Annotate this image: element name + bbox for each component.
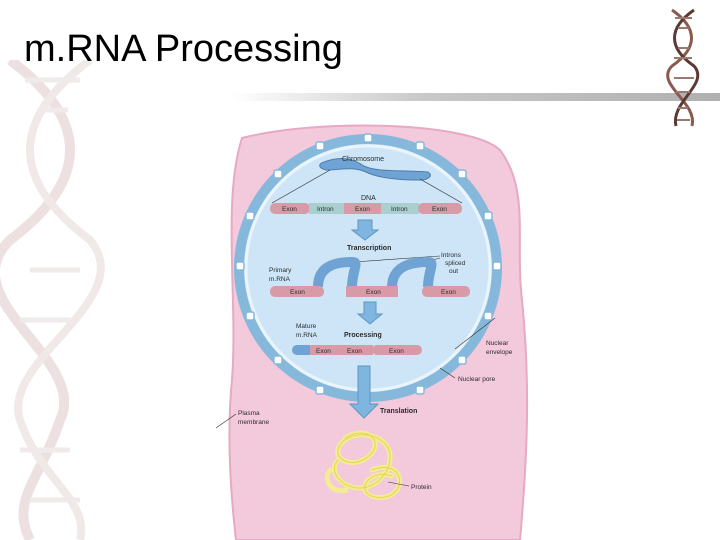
mature-exon-2: Exon bbox=[347, 348, 362, 355]
dna-strand bbox=[270, 203, 462, 214]
processing-arrow bbox=[356, 301, 384, 325]
chromosome-zoom-line-right bbox=[419, 178, 463, 204]
dna-segment-2: Intron bbox=[317, 206, 334, 213]
introns-spliced-out-label: Introns spliced out bbox=[441, 252, 467, 275]
background-helix-decoration bbox=[0, 60, 105, 540]
intron-loop-1 bbox=[313, 256, 361, 288]
title-divider bbox=[230, 93, 720, 101]
plasma-membrane-pointer bbox=[215, 413, 237, 429]
nuclear-pore-label: Nuclear pore bbox=[458, 376, 496, 383]
chromosome-shape bbox=[319, 158, 431, 181]
mature-mrna-strand bbox=[292, 345, 422, 355]
dna-label: DNA bbox=[361, 195, 376, 202]
chromosome-label: Chromosome bbox=[342, 156, 384, 163]
translation-arrow bbox=[348, 365, 380, 419]
primary-exon-2: Exon bbox=[366, 289, 381, 296]
primary-exon-3: Exon bbox=[441, 289, 456, 296]
dna-segment-1: Exon bbox=[282, 206, 297, 213]
protein-pointer bbox=[387, 481, 410, 487]
nuclear-envelope-pointer bbox=[454, 317, 496, 350]
dna-segment-4: Intron bbox=[391, 206, 408, 213]
primary-mrna-label: Primary m.RNA bbox=[269, 267, 293, 283]
protein-outline bbox=[333, 432, 400, 498]
slide-title: m.RNA Processing bbox=[24, 28, 343, 70]
chromosome-zoom-line-left bbox=[271, 169, 331, 204]
nuclear-envelope-label: Nuclear envelope bbox=[486, 340, 513, 356]
translation-label: Translation bbox=[380, 408, 417, 415]
primary-exon-1: Exon bbox=[290, 289, 305, 296]
nuclear-pores bbox=[235, 133, 502, 395]
transcription-label: Transcription bbox=[347, 245, 391, 252]
transcription-arrow bbox=[350, 219, 380, 241]
mature-exon-3: Exon bbox=[389, 348, 404, 355]
protein-label: Protein bbox=[411, 484, 432, 491]
dna-segment-3: Exon bbox=[355, 206, 370, 213]
dna-logo-icon bbox=[666, 8, 700, 127]
plasma-membrane-label: Plasma membrane bbox=[238, 410, 269, 426]
primary-mrna-strand bbox=[270, 286, 470, 297]
dna-segment-5: Exon bbox=[432, 206, 447, 213]
processing-label: Processing bbox=[344, 332, 382, 339]
mature-mrna-label: Mature m.RNA bbox=[296, 323, 318, 339]
nuclear-pore-pointer bbox=[439, 367, 456, 379]
intron-loop-2 bbox=[387, 256, 437, 288]
mature-exon-1: Exon bbox=[316, 348, 331, 355]
